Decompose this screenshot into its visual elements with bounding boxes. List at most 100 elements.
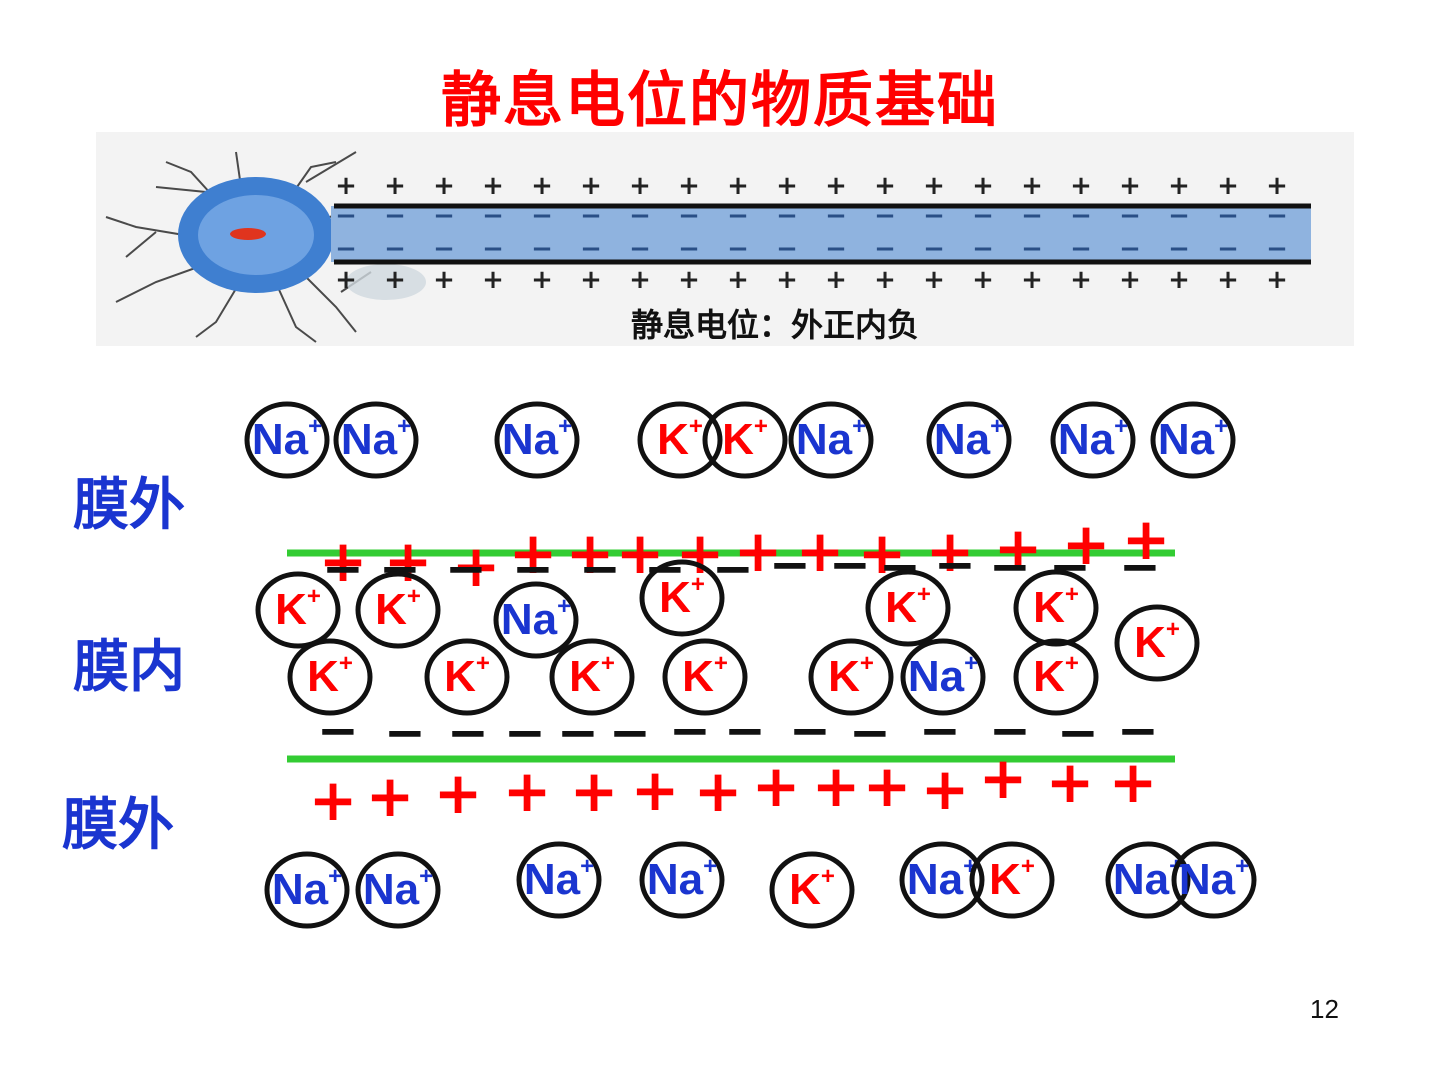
minus-charge: − (769, 536, 811, 594)
axon-plus-sign: + (335, 171, 357, 201)
axon-minus-row-bottom: −−−−−−−−−−−−−−−−−−−− (335, 234, 1288, 264)
axon-minus-sign: − (776, 234, 798, 264)
axon-plus-sign: + (580, 265, 602, 295)
ion-label: K+ (828, 650, 874, 701)
ion-charge: + (703, 853, 717, 880)
axon-minus-sign: − (384, 201, 406, 231)
ion-circle (1114, 604, 1200, 682)
ion-circle (333, 401, 419, 479)
ion-charge: + (339, 650, 353, 677)
ion-charge: + (852, 413, 866, 440)
ion-symbol: Na (908, 652, 965, 701)
ion-label: K+ (657, 413, 703, 464)
axon-minus-sign: − (1070, 201, 1092, 231)
axon-plus-sign: + (825, 265, 847, 295)
sodium-ion: Na+ (264, 851, 350, 929)
potassium-ion: K+ (637, 401, 723, 479)
sodium-ion: Na+ (926, 401, 1012, 479)
ion-label: K+ (682, 650, 728, 701)
ion-symbol: K (989, 855, 1021, 904)
ion-label: K+ (659, 571, 705, 622)
sodium-ion: Na+ (333, 401, 419, 479)
potassium-ion: K+ (1013, 638, 1099, 716)
potassium-ion: K+ (549, 638, 635, 716)
ion-symbol: Na (501, 595, 558, 644)
minus-charge: − (829, 536, 871, 594)
ion-circle (637, 401, 723, 479)
axon-minus-sign: − (874, 201, 896, 231)
ion-symbol: K (1033, 652, 1065, 701)
potassium-ion: K+ (1013, 569, 1099, 647)
sodium-ion: Na+ (1171, 841, 1257, 919)
axon-plus-sign: + (923, 265, 945, 295)
minus-charge: − (989, 702, 1031, 760)
ion-symbol: Na (796, 415, 853, 464)
axon-minus-sign: − (1119, 234, 1141, 264)
ion-charge: + (754, 413, 768, 440)
ion-charge: + (1065, 581, 1079, 608)
ion-label: K+ (1033, 650, 1079, 701)
ion-charge: + (558, 413, 572, 440)
axon-plus-sign: + (335, 265, 357, 295)
ion-charge: + (714, 650, 728, 677)
ion-charge: + (964, 650, 978, 677)
ion-label: Na+ (908, 650, 978, 701)
plus-charge: + (752, 752, 801, 820)
plus-charge: + (503, 757, 552, 825)
ion-symbol: K (1134, 618, 1166, 667)
ion-charge: + (557, 593, 571, 620)
axon-minus-sign: − (335, 201, 357, 231)
plus-charge: + (616, 519, 665, 587)
ion-label: K+ (444, 650, 490, 701)
ion-charge: + (1214, 413, 1228, 440)
minus-charge: − (1119, 538, 1161, 596)
axon-minus-sign: − (629, 201, 651, 231)
axon-plus-sign: + (1168, 265, 1190, 295)
potassium-ion: K+ (808, 638, 894, 716)
minus-charge: − (1117, 702, 1159, 760)
ion-charge: + (689, 413, 703, 440)
ion-label: K+ (989, 853, 1035, 904)
minus-charge: − (609, 704, 651, 762)
ion-label: K+ (789, 863, 835, 914)
ion-circle (899, 841, 985, 919)
axon-minus-sign: − (531, 234, 553, 264)
sodium-ion: Na+ (899, 841, 985, 919)
ion-symbol: Na (1058, 415, 1115, 464)
axon-minus-sign: − (1119, 201, 1141, 231)
plus-charge: + (812, 752, 861, 820)
ion-symbol: Na (252, 415, 309, 464)
potassium-ion: K+ (355, 571, 441, 649)
ion-label: K+ (1134, 616, 1180, 667)
ion-circle (424, 638, 510, 716)
potassium-ion: K+ (769, 851, 855, 929)
sodium-ion: Na+ (788, 401, 874, 479)
ion-symbol: Na (1179, 855, 1236, 904)
plus-charge: + (926, 517, 975, 585)
minus-charge: − (379, 540, 421, 598)
ion-symbol: Na (363, 865, 420, 914)
axon-minus-sign: − (1217, 234, 1239, 264)
axon-plus-sign: + (1021, 265, 1043, 295)
ion-charge: + (691, 571, 705, 598)
axon-plus-sign: + (1168, 171, 1190, 201)
ion-charge: + (1065, 650, 1079, 677)
ion-circle (1171, 841, 1257, 919)
ion-charge: + (307, 583, 321, 610)
sodium-ion: Na+ (1150, 401, 1236, 479)
axon-plus-sign: + (678, 265, 700, 295)
axon-plus-sign: + (1119, 265, 1141, 295)
ion-charge: + (990, 413, 1004, 440)
ion-charge: + (419, 863, 433, 890)
ion-charge: + (601, 650, 615, 677)
potassium-ion: K+ (969, 841, 1055, 919)
axon-minus-sign: − (1217, 201, 1239, 231)
potassium-ion: K+ (255, 571, 341, 649)
ion-symbol: K (275, 585, 307, 634)
axon-minus-sign: − (727, 234, 749, 264)
minus-charge: − (504, 704, 546, 762)
ion-label: Na+ (272, 863, 342, 914)
page-number: 12 (1310, 994, 1339, 1024)
sodium-ion: Na+ (639, 841, 725, 919)
